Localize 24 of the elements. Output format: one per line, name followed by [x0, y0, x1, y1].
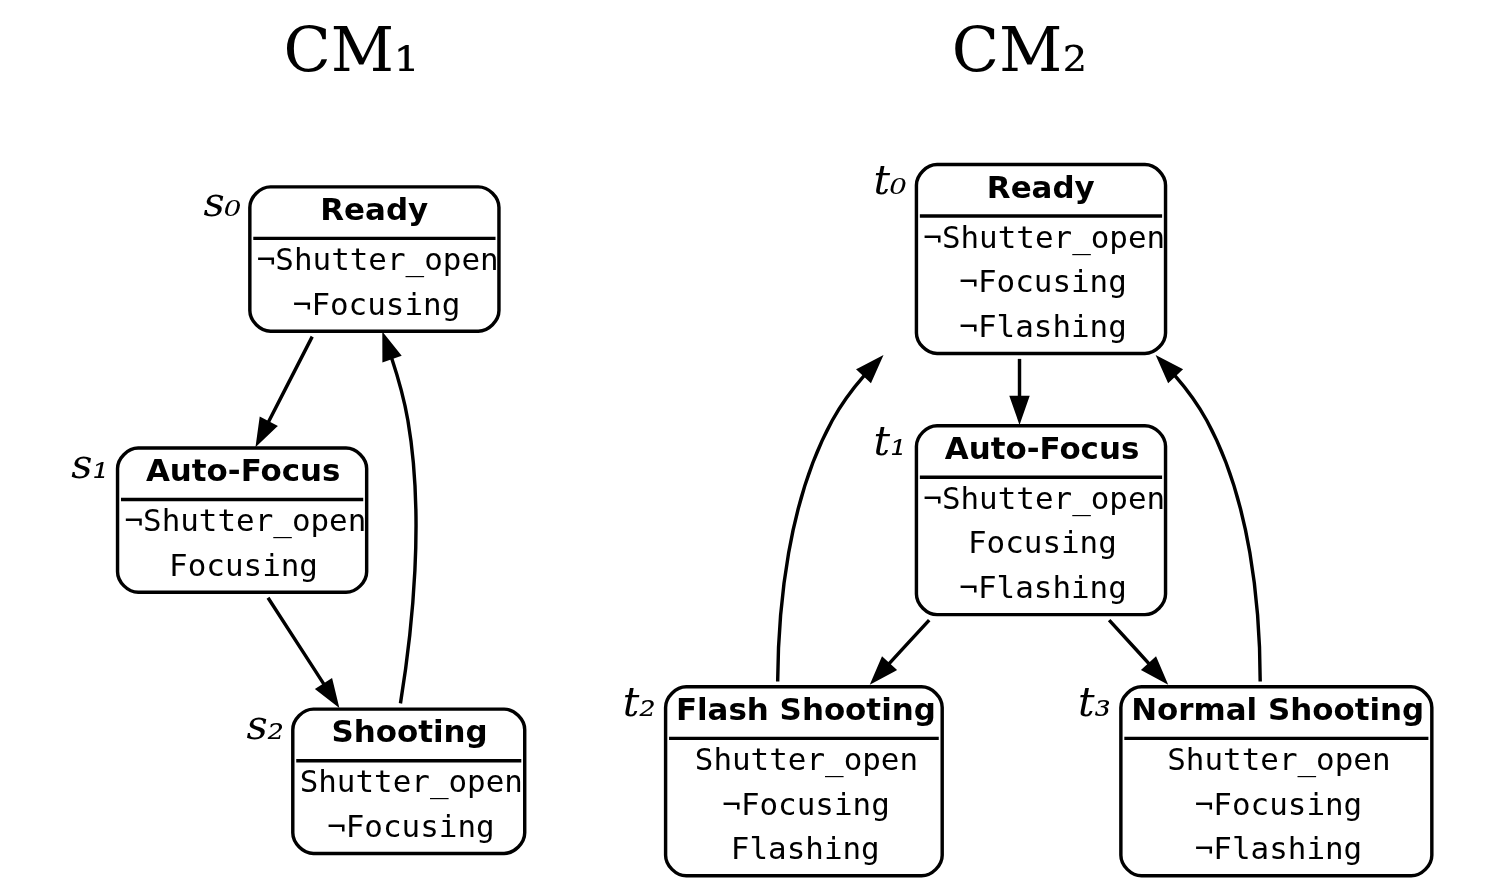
arrow: [775, 354, 884, 682]
label: CM₁: [283, 14, 419, 87]
node-box: Flash Shooting Shutter_open ¬Focusing Flashing: [663, 685, 944, 878]
label: CM₂: [951, 14, 1087, 87]
node-label: s₁: [70, 439, 109, 488]
node-label: s₂: [245, 700, 284, 749]
arrow: [869, 618, 930, 685]
arrow: [381, 331, 418, 704]
node-label: t₃: [1077, 678, 1111, 727]
node-box: Auto-Focus ¬Shutter_open Focusing ¬Flashing: [914, 423, 1167, 617]
node-box: Normal Shooting Shutter_open ¬Focusing ¬Flashing: [1118, 685, 1434, 878]
arrow: [1155, 354, 1262, 682]
arrow: [266, 596, 339, 709]
node-label: t₁: [872, 417, 907, 466]
node-label: s₀: [202, 178, 241, 227]
node-box: Shooting Shutter_open ¬Focusing: [290, 707, 526, 856]
node-label: t₂: [622, 678, 656, 727]
node-box: Auto-Focus ¬Shutter_open Focusing: [115, 446, 368, 595]
arrow: [254, 335, 314, 448]
arrow: [1008, 358, 1030, 425]
node-box: Ready ¬Shutter_open ¬Focusing ¬Flashing: [914, 162, 1167, 356]
arrow: [1107, 618, 1168, 685]
node-box: Ready ¬Shutter_open ¬Focusing: [247, 185, 501, 333]
node-label: t₀: [872, 156, 907, 205]
